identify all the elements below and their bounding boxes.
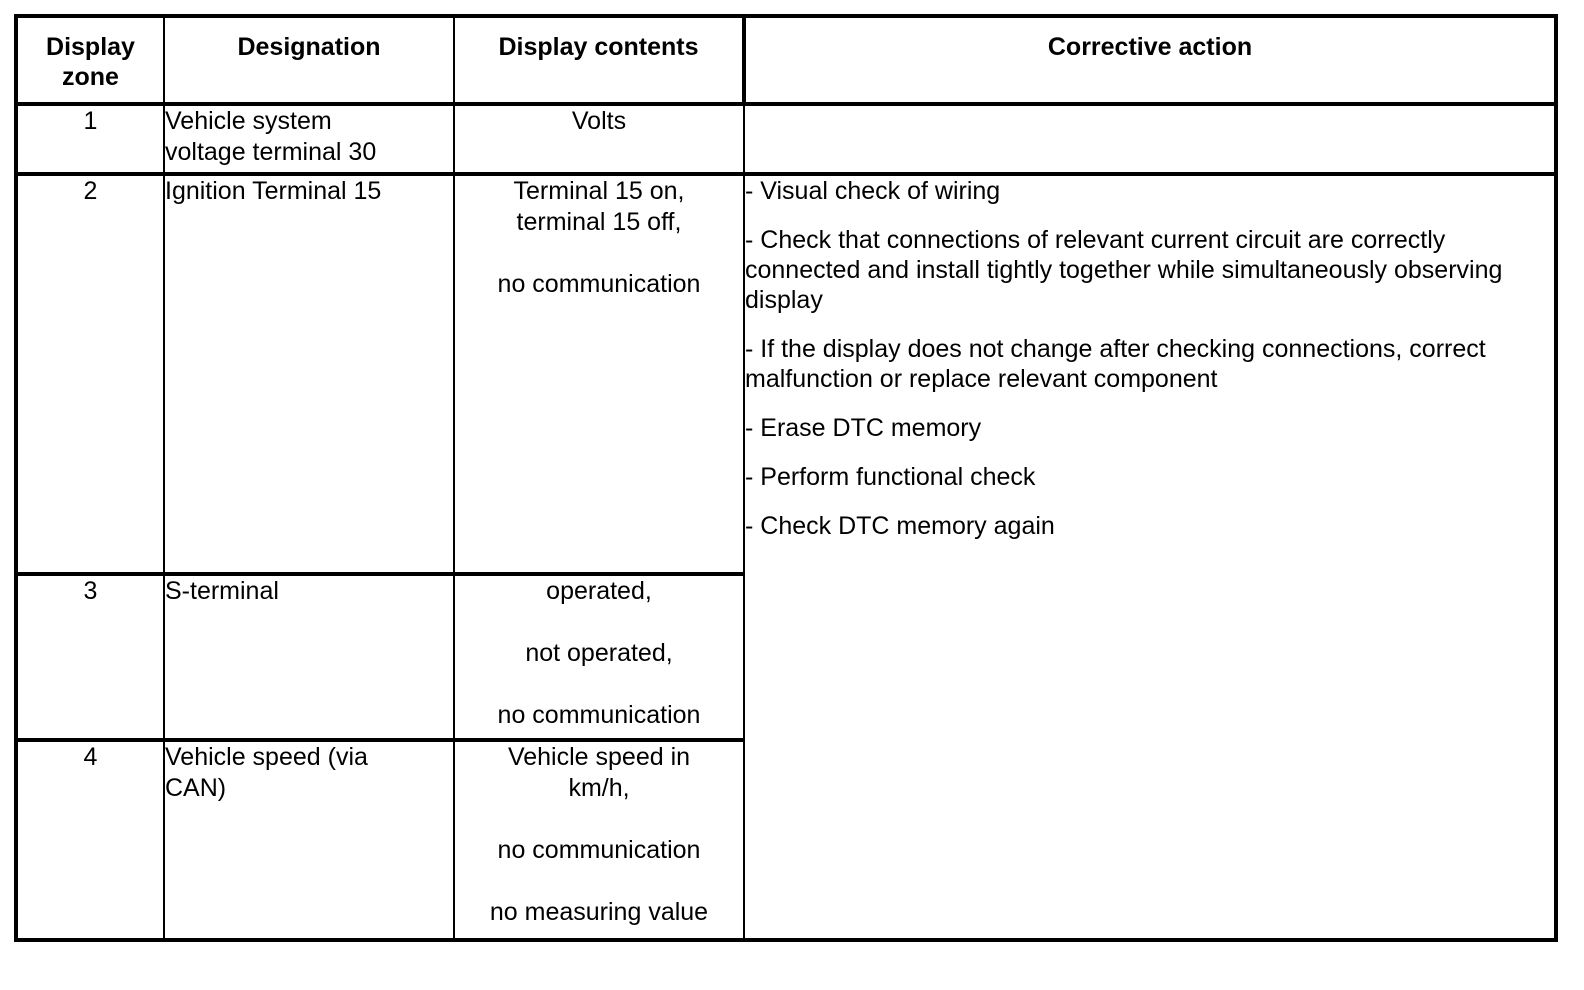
cell-display-contents: Volts [453, 102, 745, 176]
contents-line: no communication [497, 701, 701, 729]
contents-line: not operated, [525, 639, 673, 667]
contents-line: no communication [497, 836, 701, 864]
diagnostic-table-wrapper: Display zone Designation Display content… [14, 14, 1558, 942]
contents-spacer [455, 669, 743, 700]
table-row: 2 Ignition Terminal 15 Terminal 15 on, t… [15, 172, 1557, 940]
contents-line: km/h, [568, 774, 630, 802]
column-header-designation: Designation [163, 15, 455, 106]
cell-display-zone: 2 [15, 172, 165, 576]
cell-display-zone: 3 [15, 572, 165, 742]
corrective-action-item: - Check DTC memory again [745, 512, 1055, 540]
contents-line: no measuring value [489, 898, 709, 926]
cell-display-contents: Vehicle speed in km/h, no communication … [453, 738, 745, 942]
table-row: 3 S-terminal operated, not operated, no … [15, 572, 1556, 742]
table-row: 4 Vehicle speed (via CAN) Vehicle speed … [15, 738, 1556, 942]
cell-display-zone: 4 [15, 738, 165, 942]
display-zone-table: Display zone Designation Display content… [14, 14, 1558, 942]
contents-spacer [455, 866, 743, 897]
contents-line: Vehicle speed in [507, 743, 691, 771]
contents-line: terminal 15 off, [516, 208, 682, 236]
corrective-action-item: - Perform functional check [745, 463, 1036, 491]
corrective-action-item: - Erase DTC memory [745, 414, 982, 442]
table-row: 1 Vehicle system voltage terminal 30 Vol… [15, 102, 1557, 176]
cell-designation: Vehicle speed (via CAN) [163, 738, 455, 942]
corrective-action-list: - Visual check of wiring - Check that co… [745, 176, 1554, 541]
designation-line: CAN) [165, 774, 227, 802]
contents-line: operated, [546, 577, 652, 605]
designation-line: Ignition Terminal 15 [165, 177, 382, 205]
cell-corrective-action: - Visual check of wiring - Check that co… [743, 172, 1557, 940]
corrective-action-item: - Visual check of wiring [745, 177, 1001, 205]
designation-line: voltage terminal 30 [165, 138, 377, 166]
table-header-row: Display zone Designation Display content… [15, 15, 1557, 106]
cell-display-contents: Terminal 15 on, terminal 15 off, no comm… [453, 172, 745, 576]
cell-designation: S-terminal [163, 572, 455, 742]
contents-line: Volts [571, 107, 627, 135]
contents-line: no communication [497, 270, 701, 298]
column-header-display-zone: Display zone [15, 15, 165, 106]
corrective-action-item: - Check that connections of relevant cur… [745, 226, 1503, 314]
cell-designation: Ignition Terminal 15 [163, 172, 455, 576]
cell-display-zone: 1 [15, 102, 165, 176]
contents-spacer [455, 607, 743, 638]
designation-line: S-terminal [165, 577, 279, 605]
cell-display-contents: operated, not operated, no communication [453, 572, 745, 742]
contents-line: Terminal 15 on, [513, 177, 685, 205]
corrective-action-item: - If the display does not change after c… [745, 335, 1486, 393]
cell-corrective-action-empty [743, 104, 1557, 174]
designation-line: Vehicle system [165, 107, 332, 135]
designation-line: Vehicle speed (via [165, 743, 368, 771]
column-header-display-zone-line2: zone [62, 63, 119, 91]
contents-spacer [455, 238, 743, 269]
column-header-display-zone-line1: Display [46, 33, 135, 61]
column-header-display-contents: Display contents [453, 15, 745, 106]
column-header-corrective-action: Corrective action [742, 15, 1557, 106]
cell-designation: Vehicle system voltage terminal 30 [163, 102, 455, 176]
contents-spacer [455, 804, 743, 835]
